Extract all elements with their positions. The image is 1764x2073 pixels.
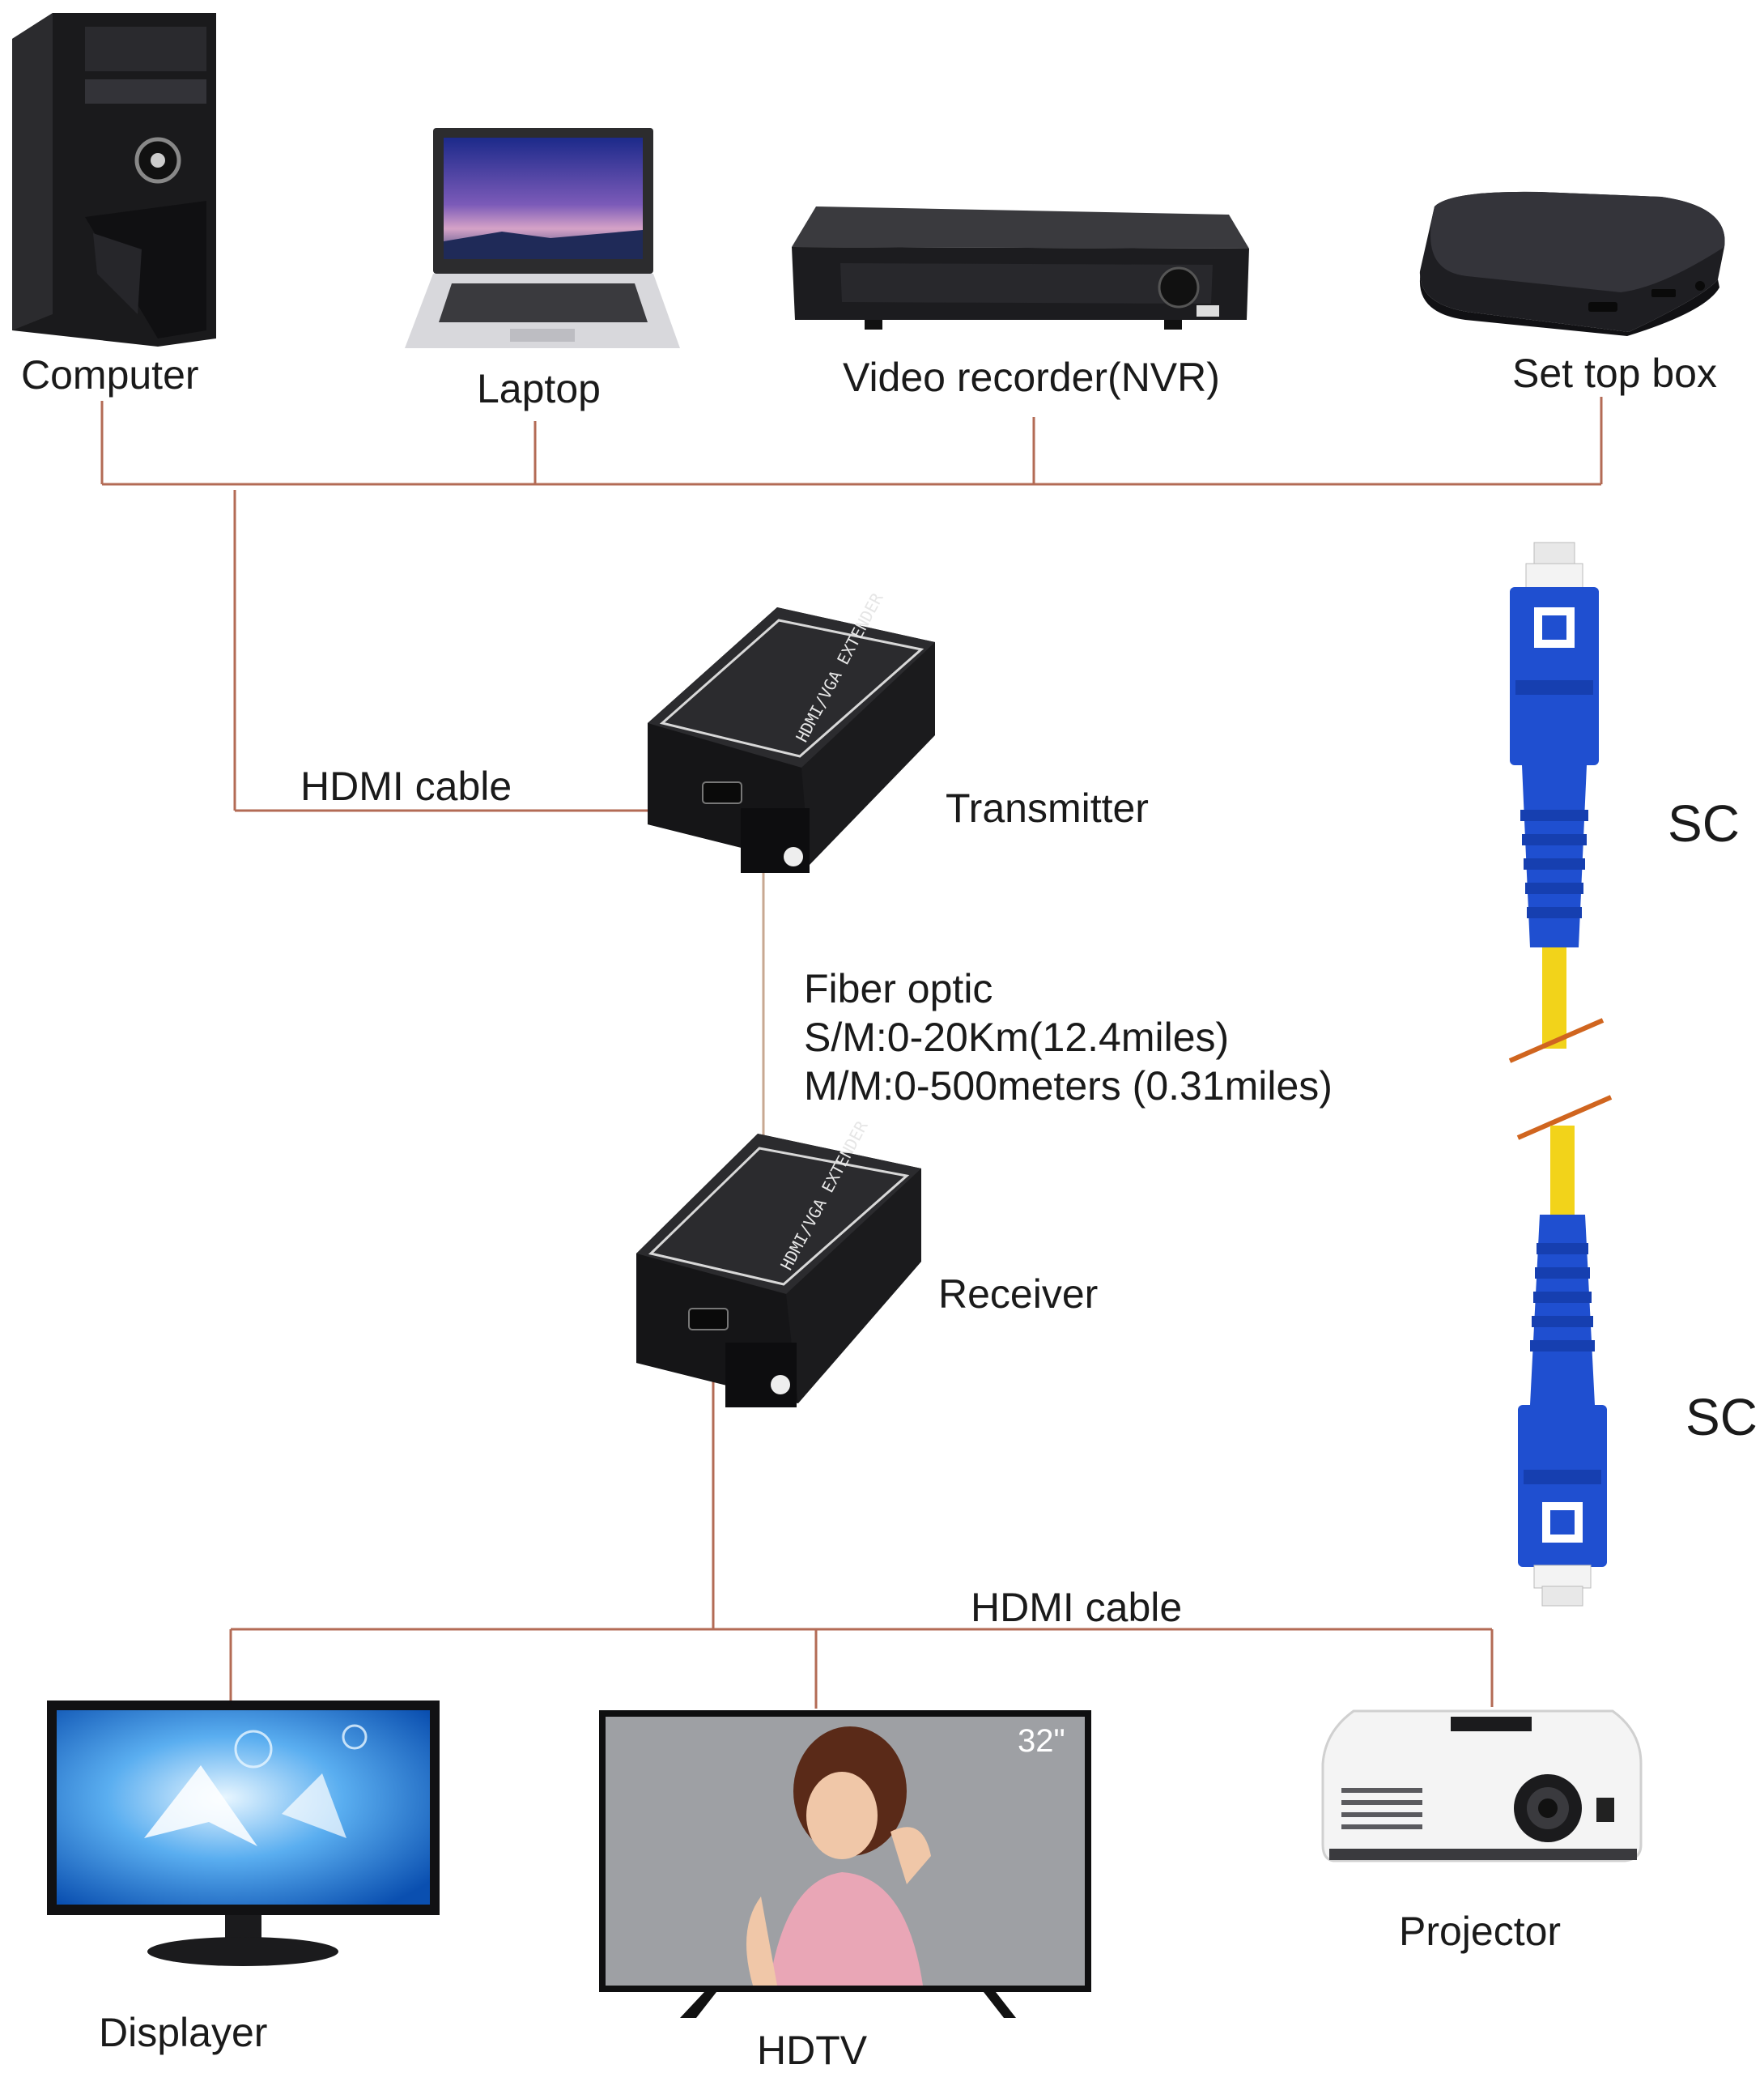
displayer-monitor-icon [47,1701,440,1966]
sc-connector-bottom-icon [1516,1095,1613,1607]
laptop-label: Laptop [477,366,601,411]
projector-icon [1321,1709,1643,1862]
hdmi-cable-out-label: HDMI cable [971,1585,1183,1630]
computer-icon [12,13,216,347]
sc-connector-bottom-label: SC [1685,1388,1758,1446]
displayer-label: Displayer [99,2010,268,2055]
sc-connector-top-label: SC [1668,794,1740,853]
laptop-icon [405,128,680,348]
sc-connector-top-icon [1508,542,1605,1063]
receiver-icon: HDMI/VGA EXTENDER [636,1117,921,1407]
transmitter-icon: HDMI/VGA EXTENDER [648,589,935,873]
hdtv-icon [599,1710,1091,2018]
computer-label: Computer [21,352,199,398]
settop-label: Set top box [1512,351,1717,396]
hdmi-cable-in-label: HDMI cable [300,764,512,809]
projector-label: Projector [1399,1909,1562,1954]
fiber-single-mode: S/M:0-20Km(12.4miles) [804,1015,1230,1060]
settop-box-icon [1419,191,1725,336]
hdtv-label: HDTV [757,2028,868,2073]
receiver-label: Receiver [938,1271,1099,1317]
hdtv-size-badge: 32" [1018,1723,1065,1759]
transmitter-label: Transmitter [946,785,1149,831]
nvr-label: Video recorder(NVR) [843,355,1220,400]
fiber-multi-mode: M/M:0-500meters (0.31miles) [804,1063,1333,1109]
fiber-title: Fiber optic [804,966,993,1011]
nvr-icon [792,206,1249,330]
